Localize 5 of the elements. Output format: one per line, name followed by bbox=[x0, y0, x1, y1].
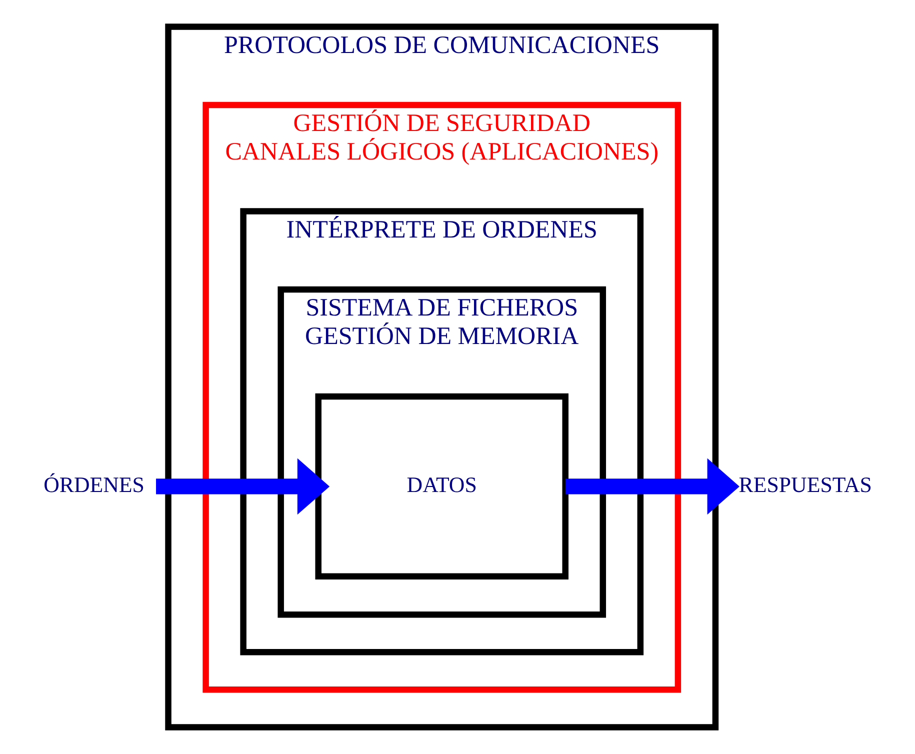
arrow bbox=[156, 458, 330, 515]
node-text: ÓRDENES bbox=[44, 473, 144, 498]
arrow bbox=[565, 458, 740, 515]
node-box: DATOS bbox=[315, 393, 568, 580]
node-text: RESPUESTAS bbox=[738, 473, 872, 498]
